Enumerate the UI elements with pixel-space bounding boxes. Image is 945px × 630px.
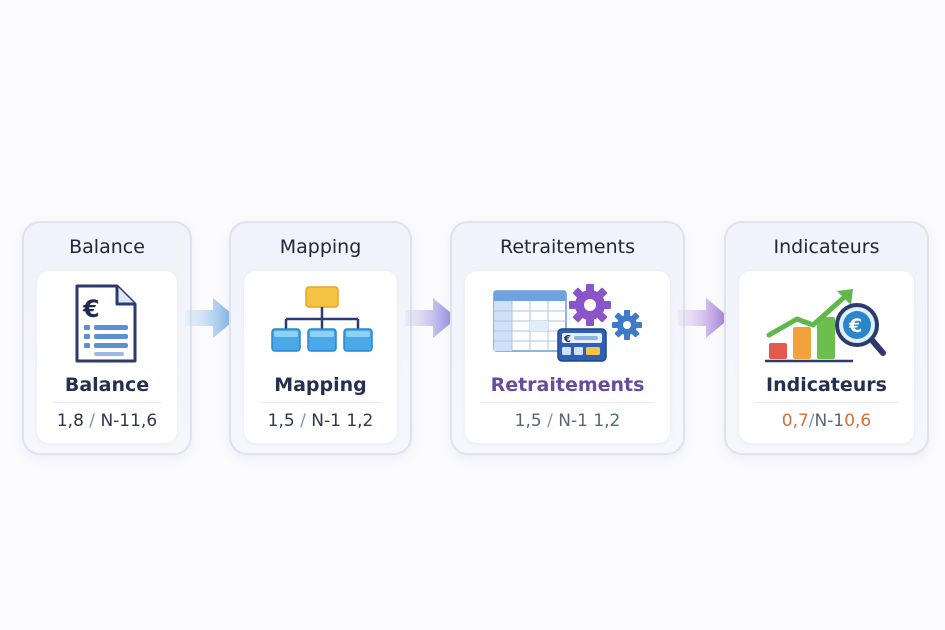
arrow-right-icon <box>185 298 237 338</box>
metric-current: 1,5 <box>514 411 542 431</box>
svg-text:€: € <box>563 334 571 345</box>
step-metric: 0,7/N-10,6 <box>739 411 914 431</box>
step-panel: Mapping 1,5 / N-1 1,2 <box>244 271 397 443</box>
step-title: Retraitements <box>500 236 635 258</box>
metric-current: 0,7 <box>781 411 809 431</box>
metric-current: 1,8 <box>56 411 84 431</box>
metric-separator: / <box>547 411 553 431</box>
metric-current: 1,5 <box>267 411 295 431</box>
svg-text:€: € <box>848 315 862 337</box>
divider <box>260 402 381 403</box>
arrow-right-icon <box>405 298 457 338</box>
metric-separator: / <box>89 411 96 431</box>
step-panel: € Balance 1,8 / N-11,6 <box>37 271 177 443</box>
divider <box>481 402 654 403</box>
metric-prev-label: N-1 <box>100 411 131 431</box>
metric-prev-label: N-1 <box>814 411 845 431</box>
step-panel: € Indicateurs 0,7/N-10,6 <box>739 271 914 443</box>
metric-prev: 1,2 <box>346 411 374 431</box>
step-metric: 1,5 / N-1 1,2 <box>465 411 670 431</box>
step-label: Retraitements <box>490 374 645 396</box>
arrow-right-icon <box>678 298 730 338</box>
metric-separator: / <box>808 411 815 431</box>
svg-text:€: € <box>82 295 100 323</box>
step-metric: 1,5 / N-1 1,2 <box>244 411 397 431</box>
step-title: Mapping <box>279 236 362 258</box>
metric-prev: 1,2 <box>593 411 621 431</box>
step-metric: 1,8 / N-11,6 <box>37 411 177 431</box>
step-title: Balance <box>69 236 145 258</box>
metric-separator: / <box>300 411 306 431</box>
spreadsheet-gears-icon: € <box>465 281 670 367</box>
step-card-retraitements: Retraitements <box>450 221 685 455</box>
step-label: Indicateurs <box>766 374 887 396</box>
metric-prev-label: N-1 <box>311 411 341 431</box>
metric-prev: 1,6 <box>130 411 158 431</box>
step-card-balance: Balance € Balance 1,8 <box>22 221 192 455</box>
step-label: Mapping <box>274 374 367 396</box>
step-title: Indicateurs <box>773 236 880 258</box>
step-card-mapping: Mapping Mapping 1,5 / N-1 <box>229 221 412 455</box>
divider <box>53 402 161 403</box>
metric-prev: 0,6 <box>844 411 872 431</box>
step-card-indicateurs: Indicateurs € Indicateurs <box>724 221 929 455</box>
divider <box>755 402 898 403</box>
step-label: Balance <box>64 374 150 396</box>
hierarchy-icon <box>244 281 397 367</box>
chart-magnifier-icon: € <box>739 281 914 367</box>
metric-prev-label: N-1 <box>558 411 588 431</box>
step-panel: € Retraitements 1,5 / N-1 1,2 <box>465 271 670 443</box>
document-euro-icon: € <box>37 281 177 367</box>
